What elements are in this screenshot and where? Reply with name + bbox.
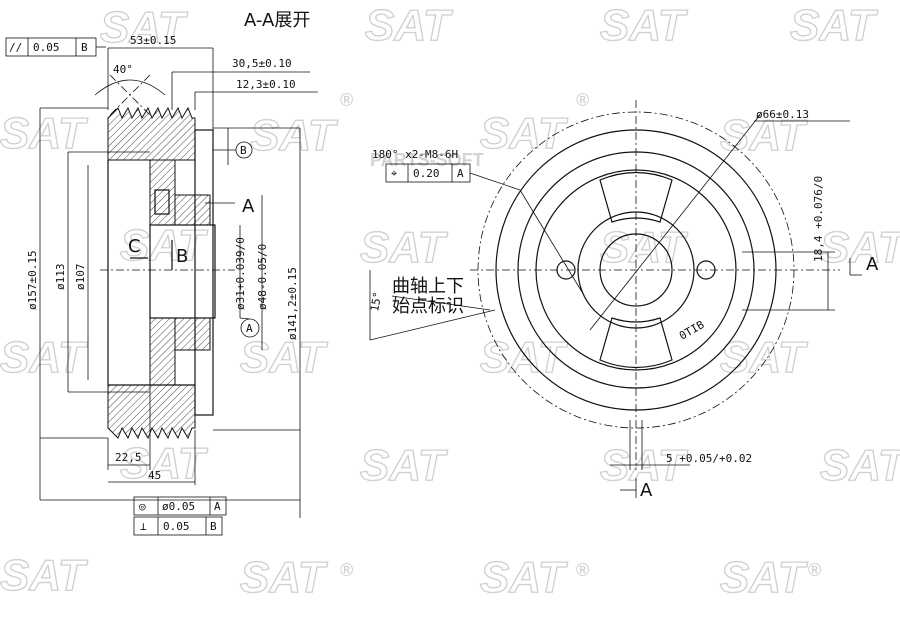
tolerance-frame-position: ⌖ 0.20 A xyxy=(385,163,521,191)
dim-22-5: 22,5 xyxy=(115,451,142,464)
datum-b-balloon xyxy=(235,141,253,159)
watermark-reg: ® xyxy=(340,560,353,580)
svg-text:B: B xyxy=(210,520,217,533)
view-label-b: B xyxy=(176,246,188,267)
watermark-reg: ® xyxy=(340,90,353,110)
dim-5: 5 +0.05/+0.02 xyxy=(666,452,752,465)
watermark-reg: ® xyxy=(576,560,589,580)
watermark-brand: SAT xyxy=(120,439,208,488)
watermark-brand: SAT xyxy=(250,111,338,160)
mark-text-1: 曲轴上下 xyxy=(392,276,464,297)
dim-d107: ø107 xyxy=(74,264,87,291)
tolerance-frame-parallel: // 0.05 B xyxy=(5,37,106,57)
view-label-c: C xyxy=(128,236,141,257)
dim-18-4: 18,4 +0.076/0 xyxy=(812,176,825,262)
watermark-brand: SAT xyxy=(0,109,88,158)
watermark-brand: SAT xyxy=(365,1,453,50)
svg-text:B: B xyxy=(240,144,247,157)
watermark-brand: SAT xyxy=(480,109,568,158)
watermark-brand: SAT xyxy=(720,333,808,382)
watermark-brand: SAT xyxy=(480,553,568,602)
svg-text:ø0.05: ø0.05 xyxy=(162,500,195,513)
watermark-brand: SAT xyxy=(240,553,328,602)
svg-text:B: B xyxy=(81,41,88,54)
watermark-brand: SAT xyxy=(600,223,688,272)
dim-d141-2: ø141,2±0.15 xyxy=(286,267,299,340)
watermark-brand: SAT xyxy=(720,553,808,602)
dim-30-5: 30,5±0.10 xyxy=(232,57,292,70)
section-view: A-A展开 // 0.05 B 40° xyxy=(5,10,318,536)
watermark-brand: SAT xyxy=(720,111,808,160)
dim-d31: ø31+0.039/0 xyxy=(234,237,247,310)
holes-note: 180° x2-M8-6H xyxy=(372,148,458,161)
dim-d66: ø66±0.13 xyxy=(756,108,809,121)
watermark-brand: SAT xyxy=(0,551,88,600)
watermark-brand: SAT xyxy=(360,223,448,272)
tolerance-frame-perpendicular: ⊥ 0.05 B xyxy=(133,516,223,536)
watermark-brand: SAT xyxy=(820,441,900,490)
watermark-brand: SAT xyxy=(240,333,328,382)
section-mark-a-bottom: A xyxy=(640,480,653,501)
watermark-site: PARTS-SOFT xyxy=(370,150,484,170)
svg-text:⊥: ⊥ xyxy=(140,520,147,533)
svg-text:⌖: ⌖ xyxy=(391,167,397,180)
svg-text:◎: ◎ xyxy=(139,500,146,513)
angle-40: 40° xyxy=(113,63,133,76)
svg-text:A: A xyxy=(214,500,221,513)
watermark-brand: SAT xyxy=(100,3,188,52)
watermark-brand: SAT xyxy=(600,441,688,490)
section-mark-a: A xyxy=(242,196,255,217)
svg-text:0.05: 0.05 xyxy=(163,520,190,533)
svg-text:A: A xyxy=(457,167,464,180)
dim-53: 53±0.15 xyxy=(130,34,176,47)
watermark-brand: SAT xyxy=(0,333,88,382)
svg-text://: // xyxy=(9,41,22,54)
watermark-reg: ® xyxy=(576,90,589,110)
watermark-reg: ® xyxy=(808,560,821,580)
watermark-brand: SAT xyxy=(480,333,568,382)
watermark-brand: SAT xyxy=(600,1,688,50)
dim-d157: ø157±0.15 xyxy=(26,250,39,310)
tolerance-frame-concentric: ◎ ø0.05 A xyxy=(133,496,227,516)
svg-text:A: A xyxy=(246,322,253,335)
watermark-brand: SAT xyxy=(120,221,208,270)
svg-text:0.05: 0.05 xyxy=(33,41,60,54)
watermark-brand: SAT xyxy=(360,441,448,490)
dim-12-3: 12,3±0.10 xyxy=(236,78,296,91)
dim-d113: ø113 xyxy=(54,264,67,291)
section-mark-a-right: A xyxy=(866,254,879,275)
mark-text-2: 始点标识 xyxy=(392,296,464,317)
dim-d48: ø48-0.05/0 xyxy=(256,244,269,310)
watermark-brand: SAT xyxy=(790,1,878,50)
svg-text:0.20: 0.20 xyxy=(413,167,440,180)
dim-45: 45 xyxy=(148,469,161,482)
watermark-brand: SAT xyxy=(820,223,900,272)
watermark-layer: SAT SAT SAT SAT SAT SAT SAT SAT SAT SAT … xyxy=(0,0,900,602)
section-title: A-A展开 xyxy=(244,10,310,31)
angle-15: 15° xyxy=(368,291,384,313)
stamp-text: 0TIB xyxy=(677,318,707,343)
